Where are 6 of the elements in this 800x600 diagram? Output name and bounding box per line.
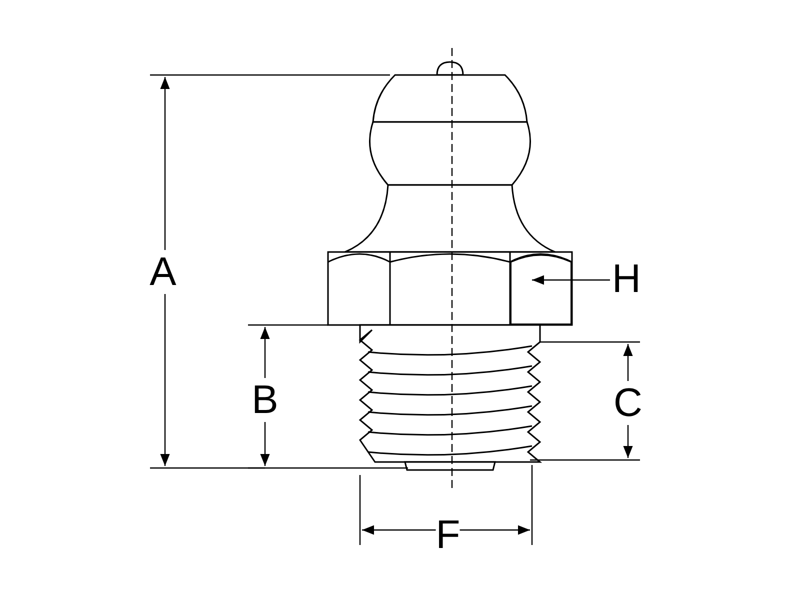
dimension-label: A (150, 250, 176, 294)
leader-line (532, 275, 610, 285)
hex-flat (510, 252, 572, 325)
dimension-label: C (614, 381, 642, 425)
dimension-label: B (252, 378, 278, 422)
dimension-label: H (612, 258, 644, 300)
